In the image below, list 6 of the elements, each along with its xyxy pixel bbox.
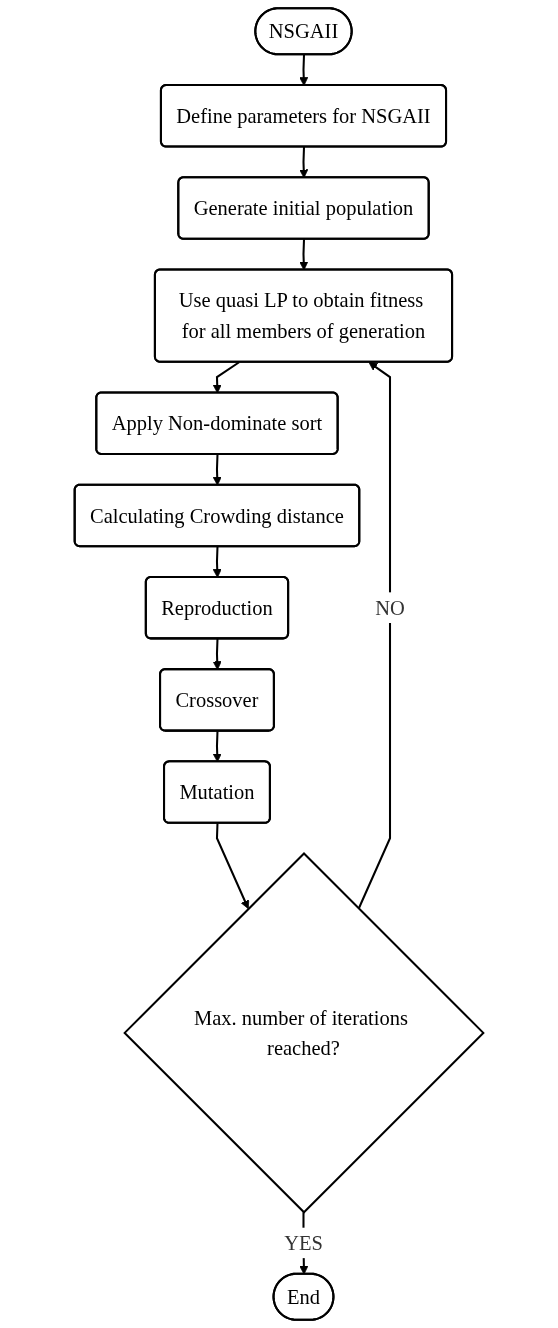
- edge-label: NO: [375, 596, 405, 619]
- edge-label: YES: [284, 1231, 323, 1255]
- arrow: [357, 361, 392, 910]
- arrow: [215, 823, 250, 910]
- arrow: [299, 54, 309, 86]
- node-diamond: Max. number of iterations reached?: [123, 852, 485, 1214]
